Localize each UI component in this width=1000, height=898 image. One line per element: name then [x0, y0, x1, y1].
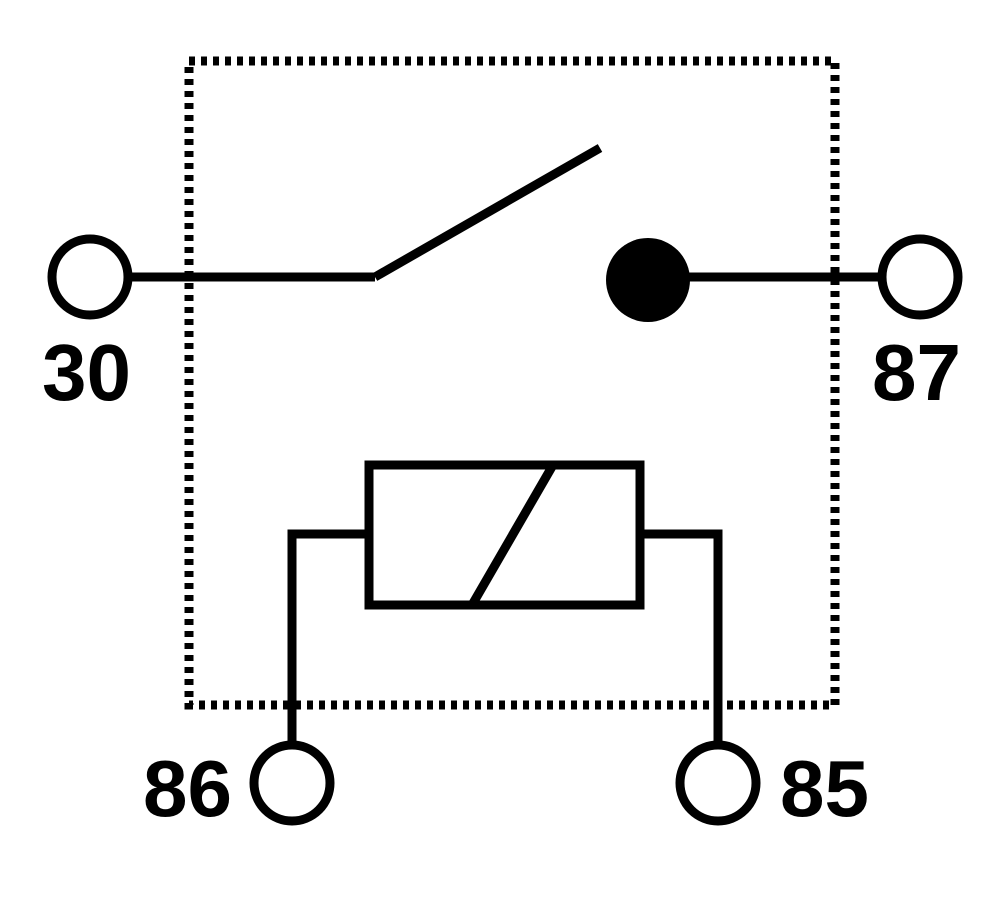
pin-label-87: 87	[872, 328, 961, 417]
coil-diagonal	[468, 462, 557, 608]
terminal-87-circle	[877, 234, 963, 320]
coil-lead-85	[640, 529, 723, 745]
relay-housing-outline	[184, 56, 840, 710]
terminal-85-circle	[675, 740, 761, 826]
coil-lead-86	[287, 529, 369, 745]
terminal-86-circle	[249, 740, 335, 826]
terminal-30-circle	[47, 234, 133, 320]
coil-box	[364, 460, 645, 610]
pin-label-85: 85	[780, 744, 869, 833]
switch-contact-arm	[372, 144, 603, 281]
pin-label-86: 86	[143, 744, 232, 833]
pin-label-30: 30	[42, 328, 131, 417]
